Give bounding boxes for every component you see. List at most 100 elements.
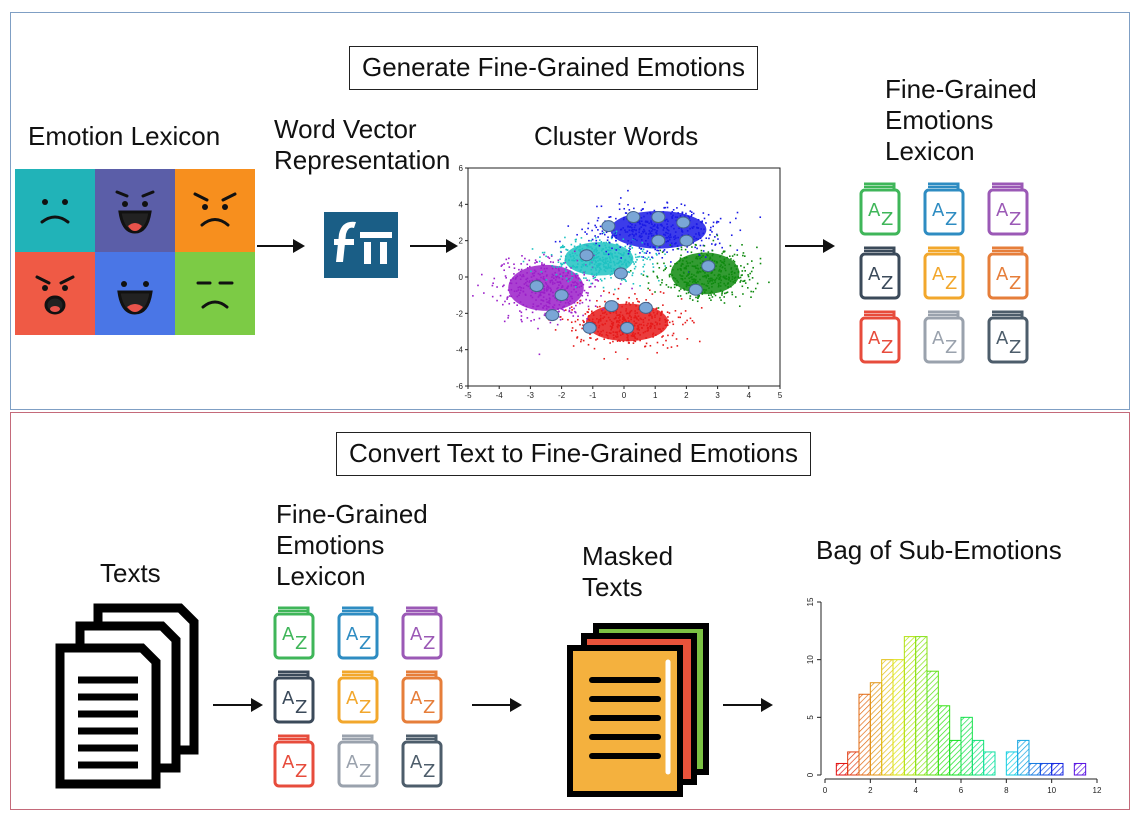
scatter-point [597, 260, 599, 262]
scatter-point [723, 258, 726, 261]
scatter-point [629, 233, 631, 236]
scatter-point [552, 261, 555, 264]
histogram-bar [903, 636, 917, 776]
scatter-point [598, 264, 601, 266]
scatter-point [616, 258, 619, 261]
scatter-point [656, 323, 658, 326]
scatter-point [711, 285, 713, 288]
scatter-point [660, 312, 662, 315]
scatter-point [688, 284, 691, 287]
scatter-point [504, 300, 506, 303]
scatter-point [640, 323, 643, 326]
scatter-point [570, 291, 573, 293]
scatter-point [588, 246, 590, 248]
scatter-point [582, 264, 585, 267]
scatter-point [506, 296, 509, 299]
scatter-point [674, 216, 677, 218]
scatter-point [658, 279, 660, 282]
scatter-point [722, 251, 725, 253]
scatter-point [559, 281, 561, 283]
scatter-point [521, 320, 523, 323]
scatter-point [618, 261, 620, 264]
scatter-point [645, 252, 648, 254]
scatter-point [675, 219, 678, 222]
scatter-point [589, 261, 591, 264]
scatter-point [615, 234, 618, 237]
scatter-point [559, 246, 562, 249]
scatter-point [559, 258, 561, 261]
scatter-point [733, 272, 736, 274]
scatter-point [654, 327, 656, 329]
scatter-point [561, 286, 563, 289]
scatter-point [659, 249, 662, 252]
scatter-point [601, 256, 604, 259]
scatter-point [610, 261, 612, 264]
scatter-point [616, 320, 618, 322]
scatter-point [531, 273, 534, 275]
scatter-point [606, 249, 609, 251]
scatter-point [665, 319, 668, 322]
scatter-point [691, 281, 694, 283]
scatter-point [620, 257, 623, 259]
scatter-point [651, 315, 653, 318]
scatter-point [721, 294, 723, 296]
scatter-point [683, 215, 686, 218]
scatter-point [612, 257, 614, 259]
scatter-point [698, 234, 701, 237]
scatter-point [633, 325, 636, 327]
scatter-point [607, 263, 610, 265]
scatter-point [601, 312, 604, 314]
scatter-point [560, 263, 563, 266]
scatter-point [647, 235, 650, 238]
scatter-point [604, 300, 606, 303]
scatter-point [533, 269, 536, 272]
scatter-point [578, 286, 581, 288]
scatter-point [679, 295, 682, 297]
scatter-point [714, 236, 716, 238]
scatter-point [625, 312, 628, 315]
scatter-point [617, 287, 620, 290]
scatter-point [657, 227, 659, 229]
scatter-point [527, 285, 530, 288]
scatter-point [545, 288, 548, 290]
scatter-point [685, 292, 688, 295]
scatter-point [591, 282, 594, 285]
scatter-point [552, 291, 554, 294]
scatter-point [600, 279, 603, 282]
scatter-point [665, 240, 668, 243]
scatter-point [715, 261, 718, 264]
scatter-point [477, 284, 479, 287]
scatter-point [616, 255, 619, 258]
scatter-point [743, 266, 745, 269]
scatter-point [496, 299, 498, 302]
scatter-point [571, 252, 574, 255]
scatter-point [588, 263, 591, 266]
scatter-point [685, 284, 688, 286]
scatter-point [693, 280, 696, 283]
scatter-point [637, 324, 639, 327]
scatter-point [579, 270, 582, 272]
scatter-point [523, 283, 526, 285]
scatter-point [598, 258, 601, 260]
scatter-point [711, 259, 714, 262]
scatter-point [651, 323, 654, 326]
scatter-point [691, 265, 694, 267]
scatter-point [670, 346, 673, 348]
scatter-point [528, 280, 531, 282]
scatter-point [731, 291, 733, 294]
scatter-point [680, 268, 682, 270]
scatter-point [629, 250, 631, 253]
scatter-point [558, 284, 560, 286]
scatter-point [571, 309, 573, 311]
scatter-point [541, 272, 544, 275]
scatter-point [571, 259, 573, 262]
scatter-point [635, 322, 638, 324]
masked-texts-label-line1: Masked [582, 541, 674, 571]
scatter-point [692, 238, 695, 241]
histogram-bar [1017, 739, 1030, 776]
scatter-point [515, 282, 518, 285]
scatter-point [530, 320, 532, 322]
scatter-point [558, 265, 561, 268]
scatter-point [641, 326, 643, 329]
